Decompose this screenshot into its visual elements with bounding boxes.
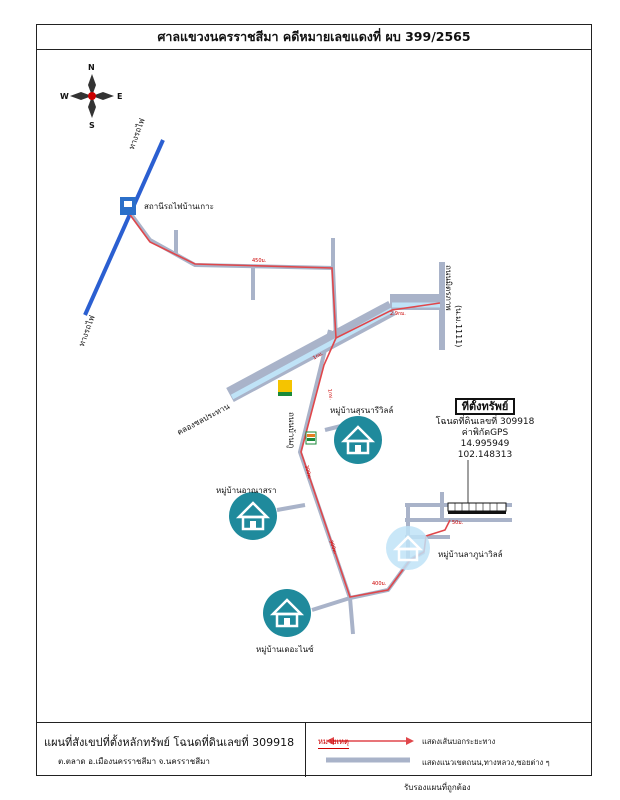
train-station-icon [120, 197, 136, 215]
distance-label: 50ม. [452, 520, 464, 526]
village-label-thenice: หมู่บ้านเดอะไนซ์ [256, 645, 314, 654]
village-icon-thenice [263, 589, 311, 637]
distance-label: 400ม. [372, 581, 387, 587]
village-label-anasara: หมู่บ้านอาณาสรา [216, 486, 277, 495]
distance-label: 450ม. [252, 258, 267, 264]
footer-location: ต.ตลาด อ.เมืองนครราชสีมา จ.นครราชสีมา [58, 757, 210, 766]
village-icon-anasara [229, 492, 277, 540]
legend-roads-label: แสดงแนวเขตถนน,ทางหลวง,ซอยต่าง ๆ [422, 758, 550, 767]
compass-e: E [117, 92, 123, 101]
property-lat: 14.995949 [460, 439, 510, 449]
distance-label: 2.9กม. [390, 311, 406, 317]
footer-caption-box: แผนที่สังเขปที่ตั้งหลักทรัพย์ โฉนดที่ดิน… [36, 723, 306, 777]
station-label: สถานีรถไฟบ้านเกาะ [144, 202, 214, 211]
route-line [127, 211, 441, 340]
property-parcel [447, 502, 507, 514]
highway-label: ถนนมิตรภาพ [444, 265, 453, 311]
village-label-lapuna: หมู่บ้านลาภูน่าวิลล์ [438, 550, 503, 559]
footer-caption: แผนที่สังเขปที่ตั้งหลักทรัพย์ โฉนดที่ดิน… [44, 736, 295, 749]
page-title-text: ศาลแขวงนครราชสีมา คดีหมายเลขแดงที่ ผบ 39… [157, 28, 471, 44]
highway-number-label: (น.ม.1111) [454, 305, 463, 348]
property-lon: 102.148313 [457, 450, 513, 460]
local-road-label: ถนนบ้านภู [287, 412, 296, 449]
convenience-store-icon [305, 431, 317, 445]
map-frame [36, 24, 592, 776]
property-heading: ที่ตั้งทรัพย์ [454, 398, 516, 415]
village-label-suranari: หมู่บ้านสุรนารีวิลล์ [330, 406, 394, 415]
signature-text: รับรองแผนที่ถูกต้อง [404, 783, 471, 792]
legend-route-arrow [326, 737, 414, 745]
gas-station-icon [278, 380, 292, 396]
compass-icon [70, 74, 114, 118]
legend-title: หมายเหตุ [318, 736, 349, 749]
compass-n: N [88, 63, 95, 72]
legend-route-label: แสดงเส้นบอกระยะทาง [422, 737, 496, 746]
canal [230, 302, 440, 400]
property-gps-label: ค่าพิกัดGPS [461, 428, 509, 438]
route-line-south [300, 337, 451, 598]
compass-w: W [60, 92, 69, 101]
village-icon-lapuna [386, 526, 430, 570]
distance-label: 1กม. [326, 388, 334, 401]
railway-line [83, 139, 165, 316]
compass-s: S [89, 121, 95, 130]
village-icon-suranari [334, 416, 382, 464]
property-deed: โฉนดที่ดินเลขที่ 309918 [435, 417, 535, 427]
page-title: ศาลแขวงนครราชสีมา คดีหมายเลขแดงที่ ผบ 39… [36, 24, 592, 50]
property-info: ที่ตั้งทรัพย์ โฉนดที่ดินเลขที่ 309918 ค่… [430, 398, 540, 461]
map-footer: แผนที่สังเขปที่ตั้งหลักทรัพย์ โฉนดที่ดิน… [36, 722, 592, 777]
